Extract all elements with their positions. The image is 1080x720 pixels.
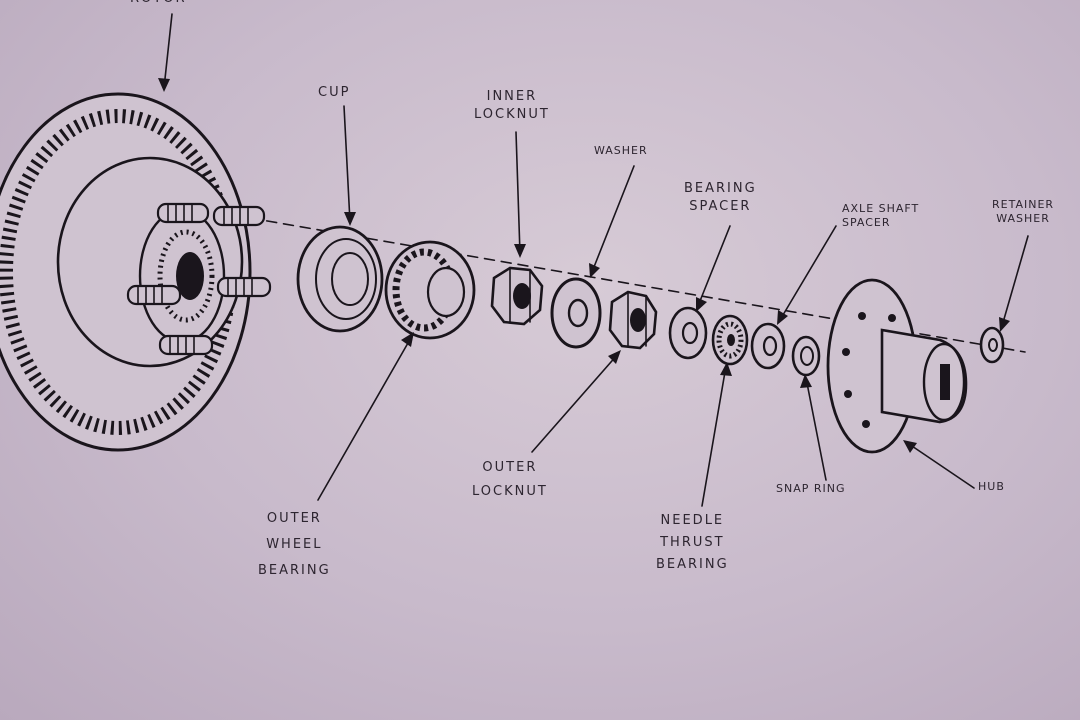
leader-rotor xyxy=(163,13,173,89)
leader-bearing-spacer xyxy=(697,225,731,307)
leader-cup xyxy=(343,105,351,223)
label-snap-ring: SNAP RING xyxy=(776,482,846,495)
label-hub: HUB xyxy=(978,480,1005,493)
leader-outer-locknut xyxy=(531,353,619,453)
wheel-studs xyxy=(126,202,272,356)
label-outer-wheel-bearing: OUTER WHEEL BEARING xyxy=(258,511,331,578)
snap-ring-part xyxy=(791,335,821,377)
label-outer-locknut: OUTER LOCKNUT xyxy=(472,460,548,499)
leader-snap-ring xyxy=(805,377,827,481)
label-washer: WASHER xyxy=(594,144,648,157)
leader-washer xyxy=(591,165,635,273)
leader-lines xyxy=(163,13,1029,507)
leader-inner-locknut xyxy=(515,131,521,255)
label-needle-thrust-bearing: NEEDLE THRUST BEARING xyxy=(656,513,729,572)
arrow-heads xyxy=(158,78,1010,453)
bearing-spacer-part xyxy=(668,306,708,360)
label-inner-locknut: INNER LOCKNUT xyxy=(474,89,550,122)
leader-outer-wheel-bearing xyxy=(317,335,413,501)
label-rotor: ROTOR xyxy=(130,0,186,8)
outer-locknut-part xyxy=(608,290,658,350)
cup-part xyxy=(296,225,384,333)
label-axle-shaft-spacer: AXLE SHAFT SPACER xyxy=(842,202,920,229)
leader-retainer-washer xyxy=(1001,235,1029,327)
label-retainer-washer: RETAINER WASHER xyxy=(992,198,1055,225)
leader-axle-shaft-spacer xyxy=(779,225,837,321)
needle-thrust-bearing-part xyxy=(711,314,749,366)
leader-hub xyxy=(905,441,975,489)
washer-part xyxy=(550,277,602,349)
leader-needle-thrust-bearing xyxy=(701,365,727,507)
label-cup: CUP xyxy=(318,85,351,100)
inner-locknut-part xyxy=(490,266,544,326)
retainer-washer-part xyxy=(979,326,1005,364)
rotor-part xyxy=(0,92,252,452)
label-bearing-spacer: BEARING SPACER xyxy=(684,181,757,214)
axle-shaft-spacer-part xyxy=(750,322,786,370)
hub-part xyxy=(826,278,968,454)
outer-wheel-bearing-part xyxy=(384,240,476,340)
